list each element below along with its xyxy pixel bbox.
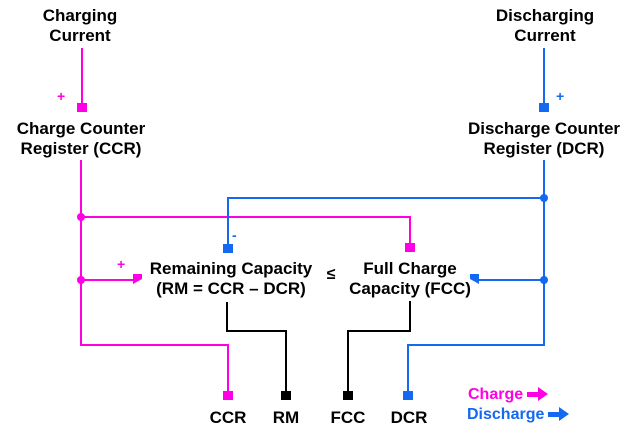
charge-to-rm-line xyxy=(80,279,133,281)
output-label-ccr: CCR xyxy=(209,408,247,427)
discharge-input-plus-sign: + xyxy=(556,88,565,104)
rm-output-line-horizontal xyxy=(226,330,287,332)
charge-output-line xyxy=(80,344,229,346)
node-remaining-capacity: Remaining Capacity (RM = CCR – DCR) xyxy=(149,259,313,298)
charge-to-fcc-arrowhead xyxy=(405,243,415,252)
charge-to-fcc-line xyxy=(80,216,411,218)
charge-junction-dot-upper xyxy=(77,213,85,221)
discharge-to-rm-line xyxy=(227,197,544,199)
discharge-bus-line xyxy=(543,160,545,346)
discharge-to-fcc-arrowhead xyxy=(470,274,479,284)
discharge-input-line xyxy=(543,48,545,103)
fcc-output-drop-line xyxy=(347,330,349,391)
charge-input-arrowhead xyxy=(77,103,87,112)
remaining-plus-sign: + xyxy=(117,256,126,272)
charge-to-fcc-drop-line xyxy=(409,216,411,243)
node-charge-counter-register: Charge Counter Register (CCR) xyxy=(16,119,146,158)
arrow-right-icon xyxy=(548,407,570,421)
discharge-input-arrowhead xyxy=(539,103,549,112)
charge-bus-line xyxy=(80,160,82,346)
rm-output-line-vertical xyxy=(226,302,228,332)
discharge-to-rm-arrowhead xyxy=(223,244,233,253)
legend-discharge: Discharge xyxy=(467,406,570,424)
charge-input-line xyxy=(81,48,83,103)
node-full-charge-capacity: Full Charge Capacity (FCC) xyxy=(349,259,471,298)
node-charging-current: Charging Current xyxy=(42,6,118,45)
discharge-to-rm-drop-line xyxy=(227,197,229,244)
legend-charge: Charge xyxy=(468,386,549,404)
discharge-output-drop-line xyxy=(407,344,409,391)
fcc-output-arrowhead xyxy=(343,391,353,400)
charge-input-plus-sign: + xyxy=(57,88,66,104)
remaining-minus-sign: - xyxy=(232,227,237,243)
output-label-fcc: FCC xyxy=(330,408,366,427)
rm-output-drop-line xyxy=(285,330,287,391)
legend-discharge-label: Discharge xyxy=(467,406,545,423)
less-equal-comparator: ≤ xyxy=(326,266,336,283)
charge-output-drop-line xyxy=(227,344,229,391)
charge-junction-dot-lower xyxy=(77,276,85,284)
node-discharging-current: Discharging Current xyxy=(495,6,595,45)
discharge-to-fcc-line xyxy=(479,279,545,281)
charge-to-rm-arrowhead xyxy=(133,274,142,284)
legend-charge-label: Charge xyxy=(468,386,524,403)
rm-output-arrowhead xyxy=(281,391,291,400)
discharge-junction-dot-lower xyxy=(540,276,548,284)
output-label-dcr: DCR xyxy=(390,408,428,427)
charge-output-arrowhead xyxy=(223,391,233,400)
fcc-output-line-horizontal xyxy=(347,330,411,332)
arrow-right-icon xyxy=(527,387,549,401)
discharge-junction-dot-upper xyxy=(540,194,548,202)
discharge-output-line xyxy=(407,344,545,346)
discharge-output-arrowhead xyxy=(403,391,413,400)
node-discharge-counter-register: Discharge Counter Register (DCR) xyxy=(467,119,621,158)
output-label-rm: RM xyxy=(272,408,300,427)
fcc-output-line-vertical xyxy=(409,301,411,332)
